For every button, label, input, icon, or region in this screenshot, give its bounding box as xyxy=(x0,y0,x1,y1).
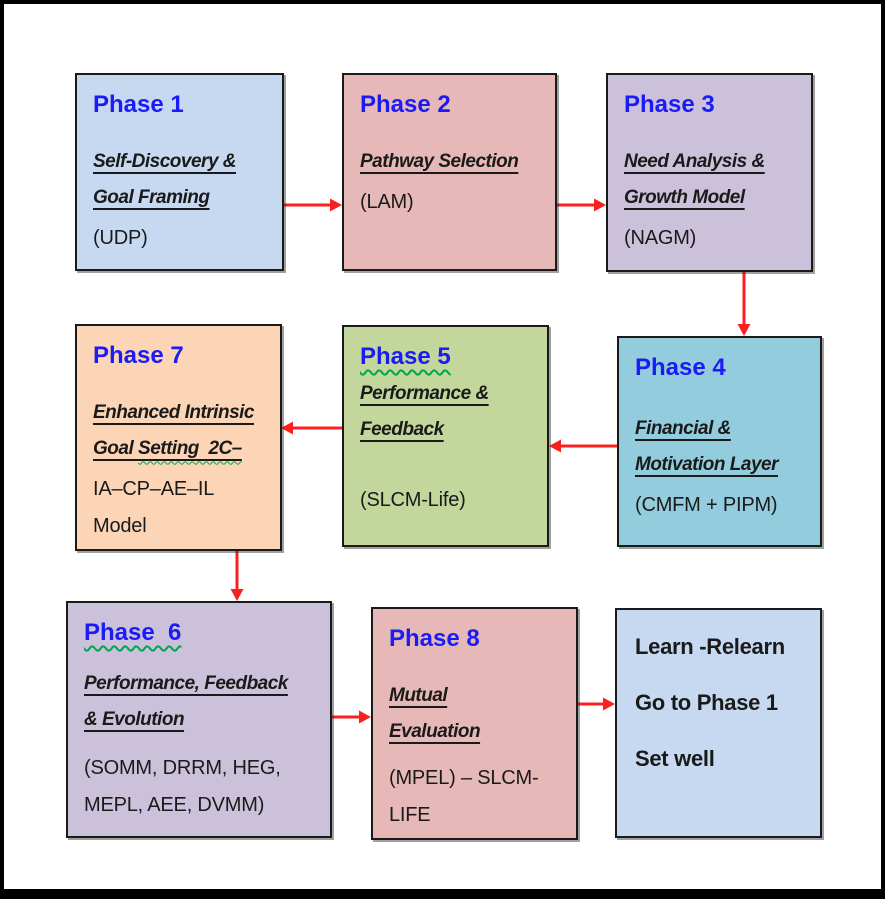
arrow-phase6-to-phase8 xyxy=(332,710,371,724)
phase1-box: Phase 1 Self-Discovery & Goal Framing (U… xyxy=(75,73,284,271)
outcome-line-learn-relearn: Learn -Relearn xyxy=(635,634,785,659)
phase4-subtitle: Financial & Motivation Layer xyxy=(635,418,778,476)
phase5-subtitle: Performance & Feedback xyxy=(360,383,489,441)
arrow-phase8-to-outcome xyxy=(578,697,615,711)
phase6-detail: (SOMM, DRRM, HEG, MEPL, AEE, DVMM) xyxy=(84,757,281,817)
arrow-phase5-to-phase7 xyxy=(281,421,342,435)
phase5-detail: (SLCM-Life) xyxy=(360,489,466,512)
phase8-title: Phase 8 xyxy=(389,625,480,652)
phase4-detail: (CMFM + PIPM) xyxy=(635,494,778,517)
phase8-box: Phase 8 Mutual Evaluation (MPEL) – SLCM-… xyxy=(371,607,578,840)
phase7-subtitle-text: Enhanced Intrinsic Goal xyxy=(93,402,254,460)
phase7-detail: IA–CP–AE–IL Model xyxy=(93,478,215,538)
phase4-box: Phase 4 Financial & Motivation Layer (CM… xyxy=(617,336,822,547)
phase3-detail: (NAGM) xyxy=(624,227,697,250)
phase7-subtitle-spellcheck-text: Setting 2C– xyxy=(138,438,242,460)
phase2-detail: (LAM) xyxy=(360,191,414,214)
phase2-subtitle: Pathway Selection xyxy=(360,151,519,173)
phase5-title: Phase 5 xyxy=(360,343,451,370)
phase4-title: Phase 4 xyxy=(635,354,726,381)
arrow-phase2-to-phase3 xyxy=(557,198,606,212)
outcome-line-set-well: Set well xyxy=(635,746,715,771)
phase5-box: Phase 5 Performance & Feedback (SLCM-Lif… xyxy=(342,325,549,547)
phase1-title: Phase 1 xyxy=(93,91,184,118)
phase3-title: Phase 3 xyxy=(624,91,715,118)
arrow-phase7-to-phase6 xyxy=(230,551,244,601)
phase3-subtitle: Need Analysis & Growth Model xyxy=(624,151,765,209)
arrow-phase3-to-phase4 xyxy=(737,272,751,336)
outcome-line-go-to-phase1: Go to Phase 1 xyxy=(635,690,778,715)
phase2-title: Phase 2 xyxy=(360,91,451,118)
phase8-detail: (MPEL) – SLCM- LIFE xyxy=(389,767,539,827)
phase6-subtitle: Performance, Feedback & Evolution xyxy=(84,673,288,731)
phase3-box: Phase 3 Need Analysis & Growth Model (NA… xyxy=(606,73,813,272)
phase7-subtitle: Enhanced Intrinsic Goal Setting 2C– xyxy=(93,395,266,467)
phase8-subtitle: Mutual Evaluation xyxy=(389,685,481,743)
phase6-title: Phase 6 xyxy=(84,619,182,646)
outcome-box: Learn -Relearn Go to Phase 1 Set well xyxy=(615,608,822,838)
arrow-phase1-to-phase2 xyxy=(284,198,342,212)
phase7-box: Phase 7 Enhanced Intrinsic Goal Setting … xyxy=(75,324,282,551)
phase1-detail: (UDP) xyxy=(93,227,148,250)
arrow-phase4-to-phase5 xyxy=(549,439,617,453)
phase2-box: Phase 2 Pathway Selection (LAM) xyxy=(342,73,557,271)
phase6-box: Phase 6 Performance, Feedback & Evolutio… xyxy=(66,601,332,838)
phase7-title: Phase 7 xyxy=(93,342,184,369)
phase1-subtitle: Self-Discovery & Goal Framing xyxy=(93,151,237,209)
